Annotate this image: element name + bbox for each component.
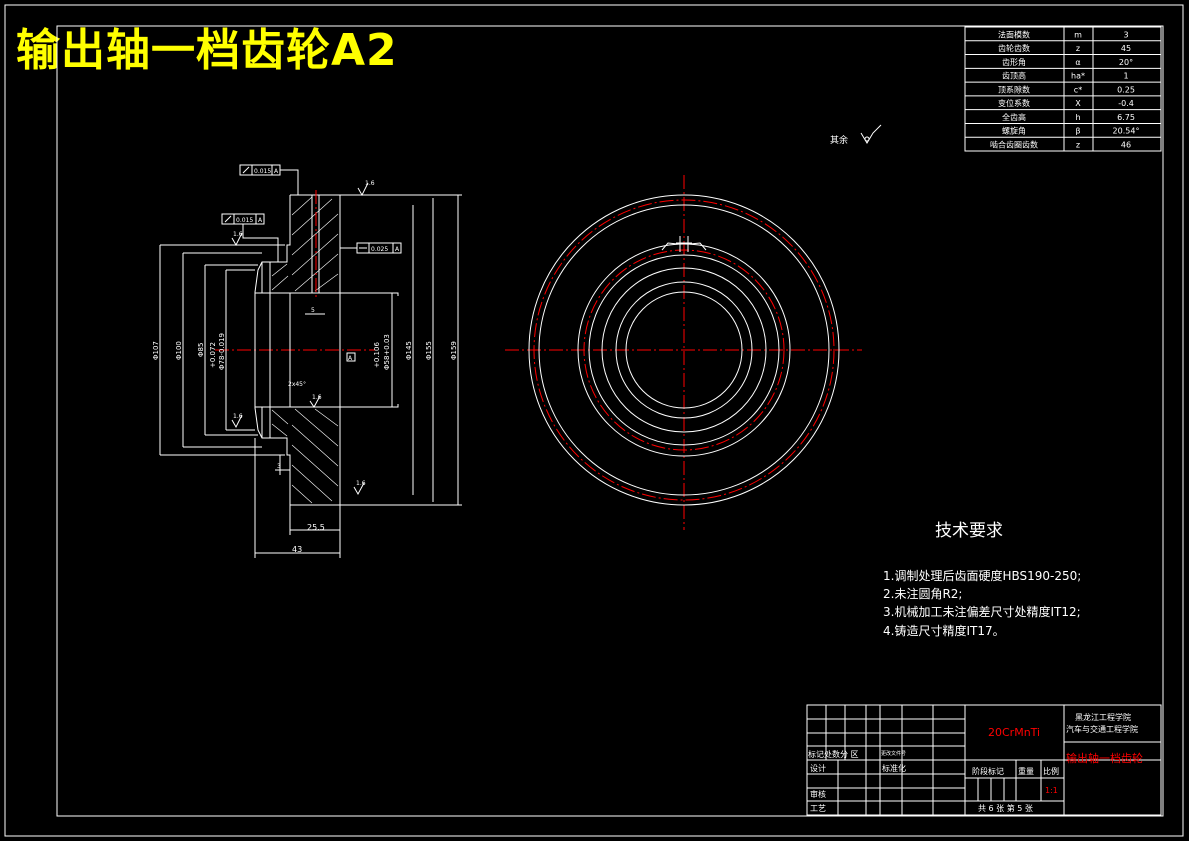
param-symbol-4: ha* (1071, 72, 1085, 81)
rev-row: 标记处数分 区 (808, 749, 859, 759)
tech-req-item-3: 3.机械加工未注偏差尺寸处精度IT12; (883, 604, 1081, 619)
part-name: 输出轴一档齿轮 (1066, 751, 1143, 765)
dim-d107: Φ107 (152, 341, 160, 360)
param-name-9: 啮合齿圈齿数 (990, 140, 1038, 150)
title-block: 20CrMnTi 黑龙江工程学院 汽车与交通工程学院 输出轴一档齿轮 标记处数分… (806, 704, 1162, 816)
tolerance-frame-3: 0.025 A (340, 242, 402, 254)
tech-req-item-2: 2.未注圆角R2; (883, 586, 962, 601)
dim-d159: Φ159 (450, 341, 458, 360)
tech-requirements: 技术要求 1.调制处理后齿面硬度HBS190-250; 2.未注圆角R2; 3.… (883, 521, 1081, 638)
param-name-3: 齿形角 (1002, 57, 1026, 67)
dim-d85: Φ85 (197, 343, 205, 357)
dim-width-5: 5 (311, 307, 315, 314)
dim-d145: Φ145 (405, 341, 413, 360)
outer-border (4, 4, 1184, 837)
weight-label: 重量 (1018, 766, 1034, 776)
param-symbol-7: h (1075, 113, 1080, 122)
param-symbol-2: z (1076, 44, 1080, 53)
svg-text:A: A (348, 355, 353, 362)
svg-text:1.6: 1.6 (312, 394, 322, 401)
section-view: Φ107 Φ100 Φ85 +0.072 Φ78-0.019 +0.106 Φ5… (152, 164, 462, 558)
param-value-9: 46 (1121, 141, 1131, 150)
front-view (505, 175, 862, 530)
svg-text:1.6: 1.6 (233, 231, 243, 238)
svg-text:0.015: 0.015 (254, 168, 271, 175)
svg-text:A: A (258, 217, 263, 224)
dim-width-25: 25.5 (307, 523, 325, 532)
param-value-6: -0.4 (1118, 99, 1134, 108)
svg-text:1.6: 1.6 (365, 180, 375, 187)
svg-text:0.015: 0.015 (236, 217, 253, 224)
svg-text:A: A (395, 246, 400, 253)
tech-req-item-4: 4.铸造尺寸精度IT17。 (883, 623, 1005, 638)
param-name-4: 齿顶高 (1002, 71, 1026, 81)
param-symbol-1: m (1074, 30, 1082, 39)
tech-req-heading: 技术要求 (935, 521, 1003, 541)
roughness-marks: 1.6 1.6 1.6 1.6 1.6 (231, 180, 375, 496)
dim-chamfer: 2x45° (288, 381, 306, 388)
rev-extra: 更改文件号 (881, 750, 906, 757)
gear-param-table: 法面模数 m 3 齿轮齿数 z 45 齿形角 α 20° 齿顶高 ha* 1 顶系隙数 c* 0.25 变位系… (964, 26, 1162, 152)
param-symbol-8: β (1075, 127, 1080, 136)
review-label: 审核 (810, 789, 826, 799)
dim-d155: Φ155 (425, 341, 433, 360)
sheets-label: 共 6 张 第 5 张 (978, 803, 1033, 813)
tolerance-frame-2: 0.015 A (221, 213, 279, 262)
param-name-1: 法面模数 (998, 29, 1030, 39)
param-name-7: 全齿高 (1002, 112, 1026, 122)
svg-text:A: A (274, 168, 279, 175)
dim-width-43: 43 (292, 545, 302, 554)
school-name: 黑龙江工程学院 (1075, 712, 1131, 722)
param-name-2: 齿轮齿数 (998, 43, 1030, 53)
inner-border (56, 25, 1164, 817)
surface-note-label: 其余 (830, 134, 848, 146)
dim-width-3: 3 (277, 463, 281, 470)
process-label: 工艺 (810, 804, 826, 813)
scale-label: 比例 (1043, 766, 1059, 776)
svg-text:0.025: 0.025 (371, 246, 388, 253)
param-name-6: 变位系数 (998, 98, 1030, 108)
tolerance-frame-1: 0.015 A (239, 164, 299, 195)
param-value-5: 0.25 (1117, 85, 1135, 94)
svg-text:1.6: 1.6 (233, 413, 243, 420)
param-symbol-9: z (1076, 141, 1080, 150)
dim-d100: Φ100 (175, 341, 183, 360)
param-value-1: 3 (1123, 30, 1128, 39)
surface-note: 其余 (830, 124, 882, 146)
param-name-8: 螺旋角 (1002, 126, 1026, 136)
design-label: 设计 (810, 763, 826, 773)
param-symbol-5: c* (1074, 85, 1082, 94)
dim-d78: Φ78-0.019 (218, 333, 226, 370)
param-value-4: 1 (1123, 72, 1128, 81)
tech-req-item-1: 1.调制处理后齿面硬度HBS190-250; (883, 568, 1081, 583)
param-value-7: 6.75 (1117, 113, 1135, 122)
param-value-8: 20.54° (1113, 127, 1140, 136)
param-value-2: 45 (1121, 44, 1131, 53)
param-value-3: 20° (1119, 58, 1133, 67)
std-label: 标准化 (882, 763, 906, 773)
dim-d58-tol: +0.106 (373, 342, 381, 368)
scale-value: 1:1 (1045, 786, 1058, 795)
stage-label: 阶段标记 (972, 766, 1004, 776)
dim-d78-tol: +0.072 (209, 342, 217, 368)
datum-symbol: A (346, 352, 356, 362)
param-name-5: 顶系隙数 (998, 84, 1030, 94)
college-name: 汽车与交通工程学院 (1066, 724, 1138, 734)
param-symbol-3: α (1075, 58, 1080, 67)
svg-text:1.6: 1.6 (356, 480, 366, 487)
param-symbol-6: X (1075, 99, 1081, 108)
material-label: 20CrMnTi (988, 726, 1040, 739)
dim-d58: Φ58+0.03 (383, 334, 391, 370)
drawing-title: 输出轴一档齿轮A2 (16, 25, 398, 76)
